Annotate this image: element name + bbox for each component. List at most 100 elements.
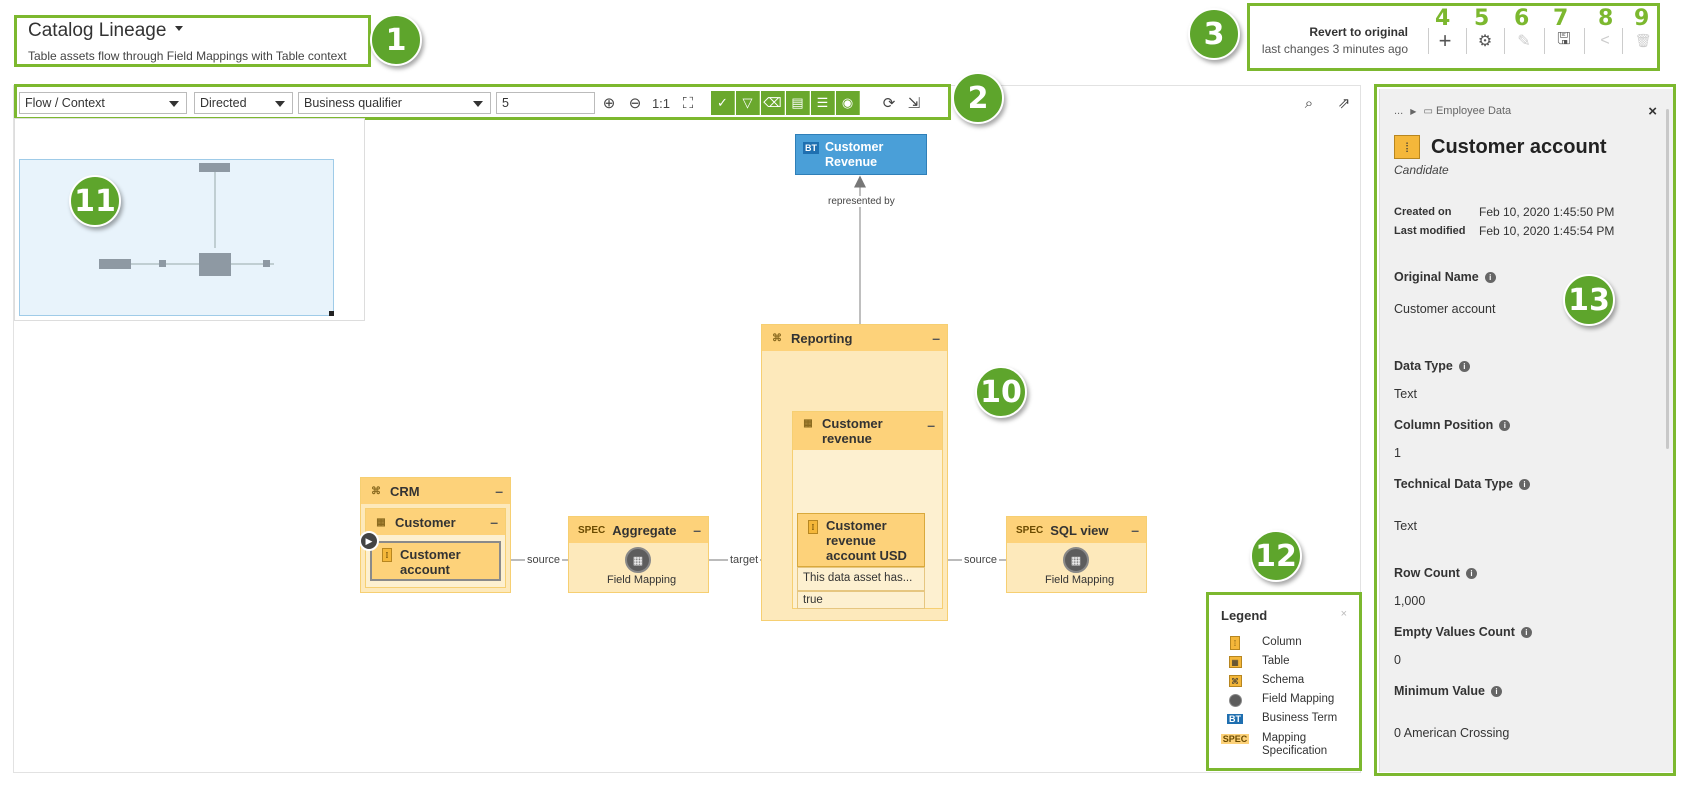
- zoom-out-icon[interactable]: ⊖: [628, 95, 642, 112]
- eye-icon[interactable]: ◉: [836, 91, 860, 115]
- business-term-node[interactable]: BT Customer Revenue: [795, 134, 927, 175]
- callout-num-6: 6: [1514, 6, 1530, 31]
- attribute-value: Text: [1394, 519, 1417, 533]
- spec-label: SQL view: [1050, 522, 1109, 538]
- close-icon[interactable]: ×: [1340, 608, 1347, 620]
- layout-icon[interactable]: ▤: [786, 91, 810, 115]
- direction-value: Directed: [200, 96, 247, 110]
- attribute-value: Customer account: [1394, 302, 1496, 316]
- last-modified-value: Feb 10, 2020 1:45:54 PM: [1479, 224, 1615, 238]
- view-mode-select[interactable]: Flow / Context: [19, 92, 187, 114]
- attribute-value: 0 American Crossing: [1394, 726, 1510, 740]
- zoom-in-icon[interactable]: ⊕: [602, 95, 616, 112]
- chevron-right-icon: ▶: [1410, 107, 1417, 116]
- breadcrumb-more[interactable]: ...: [1394, 105, 1404, 117]
- info-icon[interactable]: i: [1491, 686, 1502, 698]
- collapse-icon[interactable]: –: [932, 330, 940, 346]
- search-icon[interactable]: ⌕: [1304, 94, 1314, 112]
- divider: [1428, 28, 1429, 54]
- title-dropdown-icon[interactable]: [175, 26, 183, 31]
- refresh-icon[interactable]: ⟳: [882, 95, 896, 112]
- minimap-viewport[interactable]: [19, 159, 334, 316]
- spec-icon: SPEC: [1220, 734, 1250, 744]
- column-icon: ⁞: [382, 548, 392, 562]
- field-mapping-icon: [1228, 693, 1242, 707]
- column-label: Customer account: [400, 547, 461, 577]
- filter-icon[interactable]: ▽: [736, 91, 760, 115]
- info-icon[interactable]: i: [1484, 272, 1496, 284]
- divider: [1584, 28, 1585, 54]
- scrollbar[interactable]: [1666, 109, 1669, 449]
- callout-box-toolbar: [14, 84, 951, 120]
- chevron-down-icon: [275, 101, 285, 107]
- callout-box-title: [14, 15, 371, 67]
- edge-label-represented-by: represented by: [826, 196, 897, 207]
- chevron-down-icon: [473, 101, 483, 107]
- table-label: Customer revenue: [822, 416, 883, 446]
- field-mapping-label: Field Mapping: [607, 574, 677, 586]
- pencil-icon[interactable]: ✎: [1517, 33, 1531, 50]
- share-icon[interactable]: <: [1600, 32, 1610, 49]
- chevron-down-icon: [169, 101, 179, 107]
- info-icon[interactable]: i: [1520, 627, 1532, 639]
- column-node-customer-account[interactable]: ⁞ Customer account: [370, 541, 501, 581]
- gear-icon[interactable]: ⚙: [1477, 33, 1493, 50]
- validate-icon[interactable]: ✓: [711, 91, 735, 115]
- business-term-icon: BT: [803, 142, 819, 154]
- info-icon[interactable]: i: [1465, 568, 1477, 580]
- last-changes-text: last changes 3 minutes ago: [1261, 42, 1408, 56]
- field-mapping-icon[interactable]: ▦: [1063, 547, 1089, 573]
- close-icon[interactable]: ×: [1648, 103, 1657, 120]
- info-icon[interactable]: i: [1519, 479, 1531, 491]
- export-icon[interactable]: ⇲: [907, 95, 921, 112]
- fit-screen-icon[interactable]: ⛶: [682, 94, 694, 112]
- tag-icon[interactable]: ⌫: [761, 91, 785, 115]
- table-icon: ▦: [376, 516, 386, 528]
- asset-status: Candidate: [1394, 163, 1449, 177]
- callout-num-7: 7: [1553, 6, 1569, 31]
- qualifier-value: Business qualifier: [304, 96, 402, 110]
- collapse-icon[interactable]: –: [490, 514, 498, 530]
- edge-label-source: source: [525, 554, 563, 566]
- page-title[interactable]: Catalog Lineage: [28, 20, 167, 41]
- direction-select[interactable]: Directed: [194, 92, 293, 114]
- column-description: This data asset has...: [797, 567, 925, 591]
- breadcrumb-item[interactable]: Employee Data: [1435, 105, 1512, 117]
- attribute-value: Text: [1394, 387, 1417, 401]
- depth-input[interactable]: 5: [496, 92, 595, 114]
- plus-icon[interactable]: +: [1438, 28, 1452, 53]
- edge-label-source: source: [962, 554, 1000, 566]
- table-icon: ▭: [1423, 106, 1433, 117]
- created-on-value: Feb 10, 2020 1:45:50 PM: [1479, 205, 1615, 219]
- play-icon[interactable]: ▶: [359, 531, 379, 551]
- column-node-customer-revenue-usd[interactable]: ⁞ Customer revenue account USD: [797, 513, 925, 567]
- collapse-icon[interactable]: –: [693, 522, 701, 538]
- callout-badge-11: 11: [69, 175, 121, 227]
- breadcrumb: ... ▶ ▭ Employee Data: [1394, 105, 1511, 117]
- spec-label: Aggregate: [612, 522, 677, 538]
- divider: [1544, 28, 1545, 54]
- open-external-icon[interactable]: ⇗: [1337, 95, 1351, 112]
- qualifier-select[interactable]: Business qualifier: [298, 92, 491, 114]
- collapse-icon[interactable]: –: [927, 417, 935, 433]
- divider: [1504, 28, 1505, 54]
- revert-to-original-link[interactable]: Revert to original: [1309, 25, 1408, 39]
- save-icon[interactable]: 🖫: [1557, 30, 1571, 48]
- info-icon[interactable]: i: [1499, 420, 1511, 432]
- info-icon[interactable]: i: [1458, 361, 1470, 373]
- callout-num-4: 4: [1435, 6, 1451, 31]
- list-icon[interactable]: ☰: [811, 91, 835, 115]
- divider: [1622, 28, 1623, 54]
- collapse-icon[interactable]: –: [495, 483, 503, 499]
- collapse-icon[interactable]: –: [1131, 522, 1139, 538]
- trash-icon[interactable]: 🗑: [1634, 33, 1652, 48]
- field-mapping-icon[interactable]: ▦: [625, 547, 651, 573]
- zoom-reset-button[interactable]: 1:1: [651, 95, 671, 111]
- callout-num-5: 5: [1474, 6, 1490, 31]
